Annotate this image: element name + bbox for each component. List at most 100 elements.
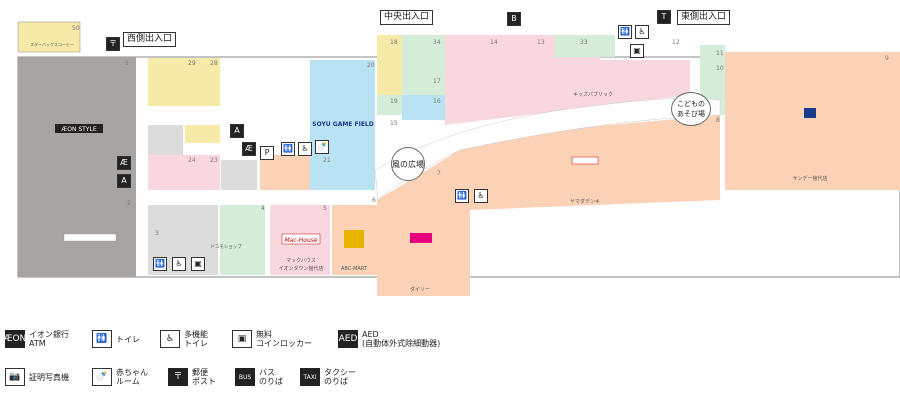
unit-number: 28 [210, 60, 218, 67]
legend-item: ♿ 多機能トイレ [160, 330, 208, 348]
central-entrance-label: 中央出入口 [380, 10, 434, 25]
kids-republic-label: キッズパブリック [573, 91, 613, 98]
store-block-33 [555, 35, 615, 57]
mac-house-logo: Mac-House [284, 237, 317, 244]
post-box-icon: 〒 [168, 368, 188, 386]
unit-number: 20 [367, 62, 375, 69]
unit-number: 2 [127, 200, 131, 207]
unit-number: 12 [672, 39, 680, 46]
toilet-icon: 🚻 [281, 142, 295, 156]
baby-room-icon: 🍼 [315, 140, 329, 154]
legend-item: 📷 証明写真機 [5, 368, 69, 386]
bus-icon: BUS [235, 368, 255, 386]
unit-number: 5 [323, 205, 327, 212]
unit-number: 23 [210, 157, 218, 164]
store-block-24-23 [148, 155, 220, 190]
unit-number: 14 [490, 39, 498, 46]
plaza-label: 風の広場 [391, 147, 425, 181]
photo-booth-icon: 📷 [5, 368, 25, 386]
mac-house-jp-2: イオンタウン館代店 [278, 265, 323, 272]
locker-icon: ▣ [232, 330, 252, 348]
aeon-atm-icon: Æ [242, 142, 256, 156]
unit-number: 11 [716, 50, 724, 57]
locker-icon: ▣ [630, 44, 644, 58]
legend-item: ▣ 無料コインロッカー [232, 330, 312, 348]
unit-number: 21 [323, 157, 331, 164]
legend-item: AED AED(自動体外式除細動器) [338, 330, 441, 348]
aeon-style-label: ÆON STYLE [61, 126, 96, 133]
post-box-icon: 〒 [106, 37, 120, 51]
store-block-4 [220, 205, 265, 275]
accessible-toilet-icon: ♿ [298, 142, 312, 156]
unit-number: 13 [537, 39, 545, 46]
legend-item: 🚻 トイレ [92, 330, 140, 348]
bus-icon: B [507, 12, 521, 26]
sundrug-sign [804, 108, 816, 118]
store-block-34 [402, 35, 445, 75]
toilet-icon: 🚻 [153, 257, 167, 271]
unit-number: 15 [390, 120, 398, 127]
aeon-style-sign [55, 124, 103, 133]
taxi-icon: TAXI [300, 368, 320, 386]
store-block-yellow-small [185, 125, 220, 143]
store-block-gray-b [221, 160, 257, 190]
unit-number: 19 [390, 98, 398, 105]
toilet-icon: 🚻 [455, 189, 469, 203]
sundrug-area [725, 52, 900, 190]
kids-area-label: こどもの あそび場 [671, 92, 711, 126]
daiso-label: ダイソー [410, 286, 430, 293]
store-block-gray-a [148, 125, 183, 155]
store-block-29-28 [148, 58, 220, 106]
sundrug-label: サンデー館代店 [792, 175, 827, 182]
store-block-19 [377, 95, 402, 115]
unit-number: 1 [125, 60, 129, 67]
unit-number: 17 [433, 78, 441, 85]
legend-item: BUS バスのりば [235, 368, 283, 386]
store-block-18 [377, 35, 402, 95]
daiso-sign [410, 233, 432, 243]
taxi-icon: T [657, 10, 671, 24]
starbucks-label: スターバックスコーヒー [30, 41, 74, 47]
locker-icon: ▣ [191, 257, 205, 271]
legend-item: 〒 郵便ポスト [168, 368, 216, 386]
unit-number: 8 [716, 117, 720, 124]
aed-icon: A [230, 124, 244, 138]
aeon-atm-icon: ÆON [4, 330, 26, 348]
toilet-icon: 🚻 [92, 330, 112, 348]
unit-number: 24 [188, 157, 196, 164]
starbucks-area [17, 21, 81, 53]
east-entrance-label: 東側出入口 [677, 10, 731, 25]
accessible-toilet-icon: ♿ [635, 25, 649, 39]
unit-number: 16 [433, 98, 441, 105]
unit-number: 6 [372, 197, 376, 204]
unit-number: 18 [390, 39, 398, 46]
accessible-toilet-icon: ♿ [474, 189, 488, 203]
unit-number: 4 [261, 205, 265, 212]
west-entrance-label: 西側出入口 [123, 32, 177, 47]
unit-number: 10 [716, 65, 724, 72]
unit-number: 33 [580, 39, 588, 46]
daiso-area [377, 150, 470, 296]
yamada-label: ヤマダデンキ [570, 198, 600, 205]
yamada-sign [571, 156, 599, 165]
abc-mart-label: ABC-MART [341, 266, 368, 272]
accessible-toilet-icon: ♿ [160, 330, 180, 348]
unit-number: 34 [433, 39, 441, 46]
docomo-label: ドコモショップ [210, 244, 242, 250]
unit-number: 50 [72, 25, 80, 32]
kids-area-line-1: こどもの [677, 100, 705, 108]
floor-map: 50 29 28 24 23 21 20 18 19 15 16 17 34 1… [17, 21, 900, 296]
store-block-17 [402, 75, 445, 95]
soyu-label: SOYU GAME FIELD [312, 121, 373, 128]
aeon-atm-icon: Æ [117, 156, 131, 170]
mac-house-sign [281, 233, 321, 245]
soyu-area [310, 60, 375, 190]
unit-number: 9 [885, 55, 889, 62]
store-block-16 [402, 95, 445, 120]
legend-item: TAXI タクシーのりば [300, 368, 356, 386]
unit-number: 3 [155, 230, 159, 237]
unit-number: 7 [437, 170, 441, 177]
abc-mart-sign [344, 230, 364, 248]
